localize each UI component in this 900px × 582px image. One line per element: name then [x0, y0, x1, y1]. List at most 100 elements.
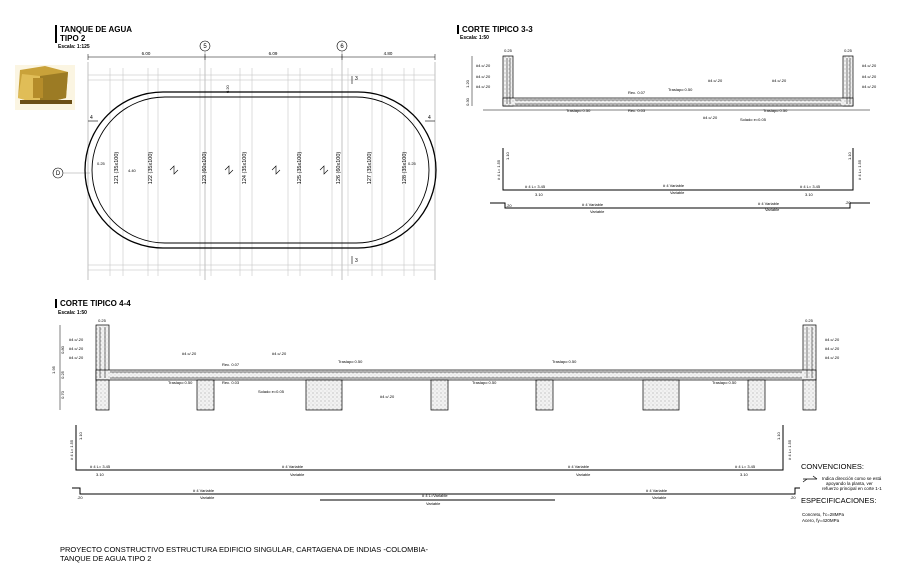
section4-end-right: .20 — [790, 495, 796, 500]
section4-bar-bot-right: # 4 L= 3.45 — [735, 464, 756, 469]
plan-scale: Escala: 1:125 — [58, 44, 90, 50]
section3-top-bar-2: #4 c/.20 — [772, 78, 787, 83]
conventions-text-3: refuerzo principal en corte 1-1 — [822, 486, 882, 491]
section4-beams — [95, 379, 817, 411]
section4-side-labels: #4 c/.20 #4 c/.20 #4 c/.20 #4 c/.20 #4 c… — [69, 337, 840, 360]
section3-slab — [502, 97, 854, 107]
section3-bar-l-left: # 4 L= 1.55 — [496, 159, 501, 180]
axis-label-5: 5 — [203, 44, 207, 50]
section4-bar-lower-mid-sub: Variable — [426, 501, 441, 506]
section4-right-label-1: #4 c/.20 — [825, 337, 840, 342]
section3-bar-schedule — [490, 148, 870, 209]
section3-left-label-2: #4 c/.20 — [476, 74, 491, 79]
footer-drawing: TANQUE DE AGUA TIPO 2 — [60, 554, 152, 563]
conventions-text-1: Indica dirección como se está — [822, 476, 882, 481]
section3-height-1: 1.20 — [465, 79, 470, 88]
section4-rec-2: Rec. 0.03 — [222, 380, 240, 385]
section4-bar-lower-mid: # 4 L=Variable — [422, 493, 448, 498]
section4-left-label-2: #4 c/.20 — [69, 346, 84, 351]
section3-wall-width-left: 0.25 — [504, 48, 513, 53]
beam-label-125: 125 (35x100) — [297, 152, 303, 185]
section3-wall-width-right: 0.25 — [844, 48, 853, 53]
section4-height-1: 1.95 — [51, 365, 56, 374]
section3-right-label-1: #4 c/.20 — [862, 63, 877, 68]
section4-bar-var-2: # 4 Variable — [568, 464, 590, 469]
section3-right-label-3: #4 c/.20 — [862, 84, 877, 89]
section3-top-bar: #4 c/.20 — [708, 78, 723, 83]
section4-bar-lower-1-sub: Variable — [200, 495, 215, 500]
plan-small-2: 4.40 — [128, 168, 137, 173]
section3-bar-variable-sub: Variable — [670, 190, 685, 195]
section3-title: CORTE TIPICO 3-3 — [457, 25, 533, 34]
section3-right-label-2: #4 c/.20 — [862, 74, 877, 79]
section3-rec-2: Rec. 0.03 — [628, 108, 646, 113]
section4-traslapo-bot-3: Traslapo 0.50 — [712, 380, 737, 385]
section-mark-3b: 3 — [355, 258, 358, 264]
section3-rec-1: Rec. 0.07 — [628, 90, 646, 95]
plan-direction-arrows — [169, 165, 329, 175]
section4-bar-var-1-sub: Variable — [290, 472, 305, 477]
section4-bar-labels: # 4 L= 1.55 # 4 L= 1.55 1.10 1.10 # 4 L=… — [69, 431, 796, 506]
section4-slab — [95, 369, 817, 381]
beam-label-127: 127 (35x100) — [367, 152, 373, 185]
section4-scale: Escala: 1:50 — [58, 310, 87, 316]
section3-left-label-1: #4 c/.20 — [476, 63, 491, 68]
section3-solado: Solado e=0.05 — [740, 117, 767, 122]
section3-left-label-3: #4 c/.20 — [476, 84, 491, 89]
section3-bar-bot-left-dim: 3.10 — [535, 192, 544, 197]
section3-traslapo-bot-2: Traslapo 0.50 — [763, 108, 788, 113]
company-logo — [15, 65, 75, 110]
beam-label-121: 121 (35x100) — [114, 152, 120, 185]
plan-dim-1: 6.00 — [142, 51, 151, 56]
section3-bar-lower-left-sub: Variable — [590, 209, 605, 214]
section3-bar-lower-right-sub: Variable — [765, 207, 780, 212]
plan-dim-2: 6.09 — [269, 51, 278, 56]
plan-grid — [87, 48, 436, 280]
section3-traslapo-bot-1: Traslapo 0.50 — [566, 108, 591, 113]
plan-subtitle: TIPO 2 — [60, 34, 86, 43]
section4-end-left: .20 — [77, 495, 83, 500]
section3-bar-bot-right-dim: 3.10 — [805, 192, 814, 197]
section4-wall-width-left: 0.25 — [98, 318, 107, 323]
section3-rebars — [506, 58, 851, 105]
section-mark-3a: 3 — [355, 76, 358, 82]
section4-height-2: 0.80 — [60, 345, 65, 354]
section4-left-label-3: #4 c/.20 — [69, 355, 84, 360]
plan-small-1: 0.25 — [97, 161, 106, 166]
section4-rebars — [99, 327, 813, 379]
section3-left-labels: #4 c/.20 #4 c/.20 #4 c/.20 #4 c/.20 #4 c… — [476, 63, 877, 89]
section3-bar-bot-left: # 4 L= 3.45 — [525, 184, 546, 189]
beam-label-122: 122 (35x100) — [148, 152, 154, 185]
section4-left-label-1: #4 c/.20 — [69, 337, 84, 342]
beam-label-124: 124 (35x100) — [242, 152, 248, 185]
axis-bubble-6 — [336, 40, 348, 52]
plan-beam-labels: 121 (35x100) 122 (35x100) 123 (60x100) 1… — [114, 152, 408, 185]
section3-bar-l-right: # 4 L= 1.55 — [857, 159, 862, 180]
section-mark-4a: 4 — [90, 115, 93, 121]
plan-view: 6.00 6.09 4.80 5 6 D 3 3 4 4 121 (35x100… — [15, 40, 437, 280]
plan-beam-lines — [88, 68, 435, 276]
section3-bar-hook-left: 1.10 — [505, 151, 510, 160]
section4-bar-var-1: # 4 Variable — [282, 464, 304, 469]
section4-view: 1.95 0.80 0.25 0.70 0.25 0.25 #4 c/.20 #… — [51, 318, 840, 506]
section4-bar-l-right: # 4 L= 1.55 — [787, 439, 792, 460]
section4-bar-l-left: # 4 L= 1.55 — [69, 439, 74, 460]
section4-bar-bot-right-dim: 3.10 — [740, 472, 749, 477]
section3-annotations: #4 c/.20 #4 c/.20 Traslapo 0.50 Rec. 0.0… — [566, 78, 788, 122]
direction-arrow-icon — [802, 475, 818, 483]
conventions-text-2: apoyando la planta, ver — [826, 481, 873, 486]
spec-steel: Acero, fy=420MPa — [802, 518, 840, 523]
section4-annotations: #4 c/.20 #4 c/.20 Traslapo 0.50 Traslapo… — [168, 351, 737, 399]
section4-solado: Solado e=0.05 — [258, 389, 285, 394]
specifications-title: ESPECIFICACIONES: — [801, 496, 877, 505]
section3-traslapo-top: Traslapo 0.50 — [668, 87, 693, 92]
section4-right-label-2: #4 c/.20 — [825, 346, 840, 351]
axis-label-d: D — [56, 171, 61, 177]
section3-view: 1.20 0.30 0.25 0.25 #4 c/.20 #4 c/.20 #4… — [465, 48, 877, 214]
section4-right-label-3: #4 c/.20 — [825, 355, 840, 360]
section3-bottom-bar: #4 c/.20 — [703, 115, 718, 120]
section4-bar-lower-2: # 4 Variable — [646, 488, 668, 493]
section4-bar-schedule — [72, 425, 800, 501]
beam-label-123: 123 (60x100) — [202, 152, 208, 185]
plan-small-3: 0.20 — [225, 84, 230, 93]
